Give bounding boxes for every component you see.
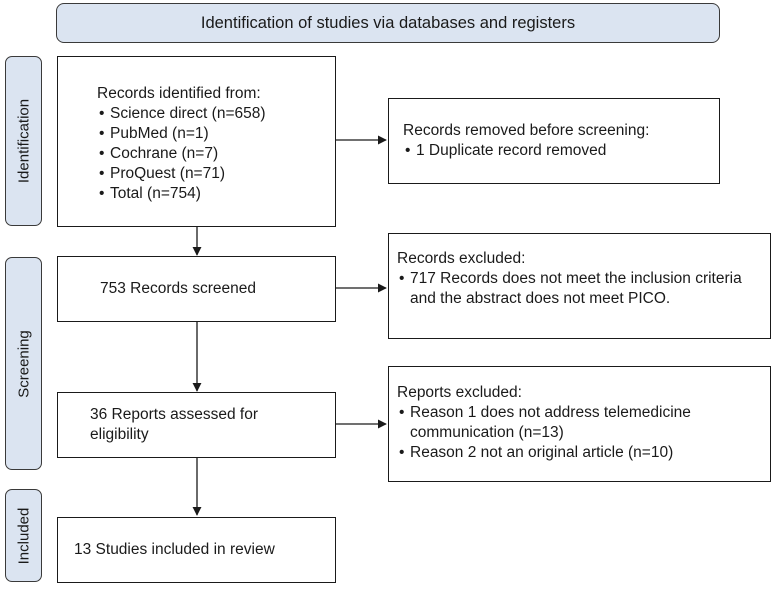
records-screened-box: 753 Records screened — [57, 256, 336, 322]
reports-excluded-list: Reason 1 does not address telemedicine c… — [397, 403, 762, 463]
reports-excluded-title: Reports excluded: — [397, 384, 522, 401]
studies-included-text: 13 Studies included in review — [74, 541, 275, 558]
records-removed-box: Records removed before screening: 1 Dupl… — [388, 98, 720, 184]
reports-assessed-box: 36 Reports assessed for eligibility — [57, 392, 336, 458]
list-item: Reason 2 not an original article (n=10) — [397, 443, 762, 463]
diagram-title: Identification of studies via databases … — [56, 3, 720, 43]
records-identified-list: Science direct (n=658) PubMed (n=1) Coch… — [97, 104, 325, 204]
studies-included-box: 13 Studies included in review — [57, 517, 336, 583]
records-identified-box: Records identified from: Science direct … — [57, 56, 336, 227]
list-item: PubMed (n=1) — [97, 124, 325, 144]
records-screened-text: 753 Records screened — [100, 280, 256, 297]
list-item: 1 Duplicate record removed — [403, 141, 709, 161]
records-identified-title: Records identified from: — [97, 85, 261, 102]
records-excluded-list: 717 Records does not meet the inclusion … — [397, 269, 762, 309]
list-item: Reason 1 does not address telemedicine c… — [397, 403, 762, 443]
list-item: ProQuest (n=71) — [97, 164, 325, 184]
list-item: Total (n=754) — [97, 184, 325, 204]
phase-included: Included — [5, 489, 42, 582]
phase-screening: Screening — [5, 257, 42, 470]
list-item: 717 Records does not meet the inclusion … — [397, 269, 762, 309]
records-excluded-box: Records excluded: 717 Records does not m… — [388, 233, 771, 339]
records-removed-title: Records removed before screening: — [403, 122, 650, 139]
list-item: Science direct (n=658) — [97, 104, 325, 124]
list-item: Cochrane (n=7) — [97, 144, 325, 164]
records-removed-list: 1 Duplicate record removed — [403, 141, 709, 161]
phase-identification: Identification — [5, 56, 42, 226]
records-excluded-title: Records excluded: — [397, 250, 526, 267]
reports-excluded-box: Reports excluded: Reason 1 does not addr… — [388, 366, 771, 482]
reports-assessed-text: 36 Reports assessed for eligibility — [90, 406, 259, 443]
